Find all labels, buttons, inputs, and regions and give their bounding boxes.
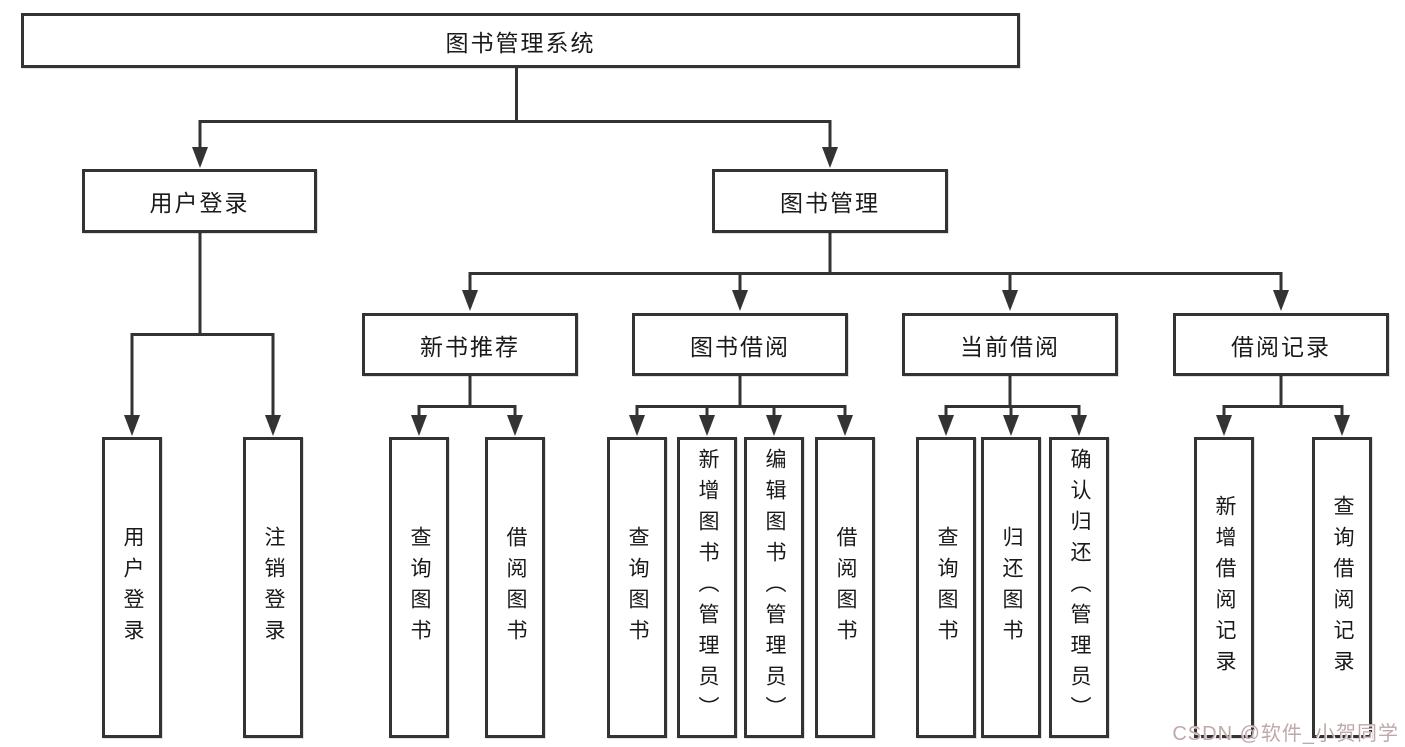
- leaf-label: 归还图书: [1000, 525, 1023, 650]
- node-new-book-recommend: 新书推荐: [362, 313, 578, 376]
- leaf-nbr-borrow-books: 借阅图书: [485, 437, 545, 738]
- leaf-label: 用户登录: [121, 525, 144, 650]
- leaf-bb-add-books-admin: 新增图书（管理员）: [677, 437, 737, 738]
- leaf-bb-borrow-books: 借阅图书: [815, 437, 875, 738]
- leaf-nbr-query-books: 查询图书: [389, 437, 449, 738]
- node-label: 借阅记录: [1231, 333, 1331, 360]
- node-user-login-branch: 用户登录: [82, 169, 317, 233]
- node-book-borrowing: 图书借阅: [632, 313, 848, 376]
- node-root-system: 图书管理系统: [21, 13, 1020, 68]
- node-label: 当前借阅: [960, 333, 1060, 360]
- leaf-logout-login: 注销登录: [243, 437, 303, 738]
- leaf-label: 查询图书: [935, 525, 958, 650]
- leaf-cb-confirm-return-admin: 确认归还（管理员）: [1049, 437, 1109, 738]
- leaf-label: 查询图书: [408, 525, 431, 650]
- leaf-br-query-record: 查询借阅记录: [1312, 437, 1372, 738]
- node-label: 图书管理系统: [445, 29, 596, 56]
- leaf-cb-query-books: 查询图书: [916, 437, 976, 738]
- leaf-label: 编辑图书（管理员）: [763, 448, 786, 727]
- leaf-user-login: 用户登录: [102, 437, 162, 738]
- node-label: 图书借阅: [690, 333, 790, 360]
- leaf-label: 确认归还（管理员）: [1068, 448, 1091, 727]
- leaf-label: 注销登录: [262, 525, 285, 650]
- leaf-label: 新增图书（管理员）: [696, 448, 719, 727]
- leaf-br-add-record: 新增借阅记录: [1194, 437, 1254, 738]
- csdn-watermark: CSDN @软件_小贺同学: [1172, 723, 1399, 745]
- node-borrowing-records: 借阅记录: [1173, 313, 1389, 376]
- node-label: 新书推荐: [420, 333, 520, 360]
- node-label: 用户登录: [149, 190, 250, 216]
- leaf-bb-edit-books-admin: 编辑图书（管理员）: [744, 437, 804, 738]
- leaf-label: 查询借阅记录: [1331, 494, 1354, 681]
- leaf-label: 查询图书: [626, 525, 649, 650]
- node-label: 图书管理: [780, 190, 880, 216]
- node-current-borrowing: 当前借阅: [902, 313, 1118, 376]
- leaf-label: 新增借阅记录: [1213, 494, 1236, 681]
- leaf-label: 借阅图书: [834, 525, 857, 650]
- node-book-management-branch: 图书管理: [712, 169, 948, 233]
- leaf-cb-return-books: 归还图书: [981, 437, 1041, 738]
- leaf-bb-query-books: 查询图书: [607, 437, 667, 738]
- leaf-label: 借阅图书: [504, 525, 527, 650]
